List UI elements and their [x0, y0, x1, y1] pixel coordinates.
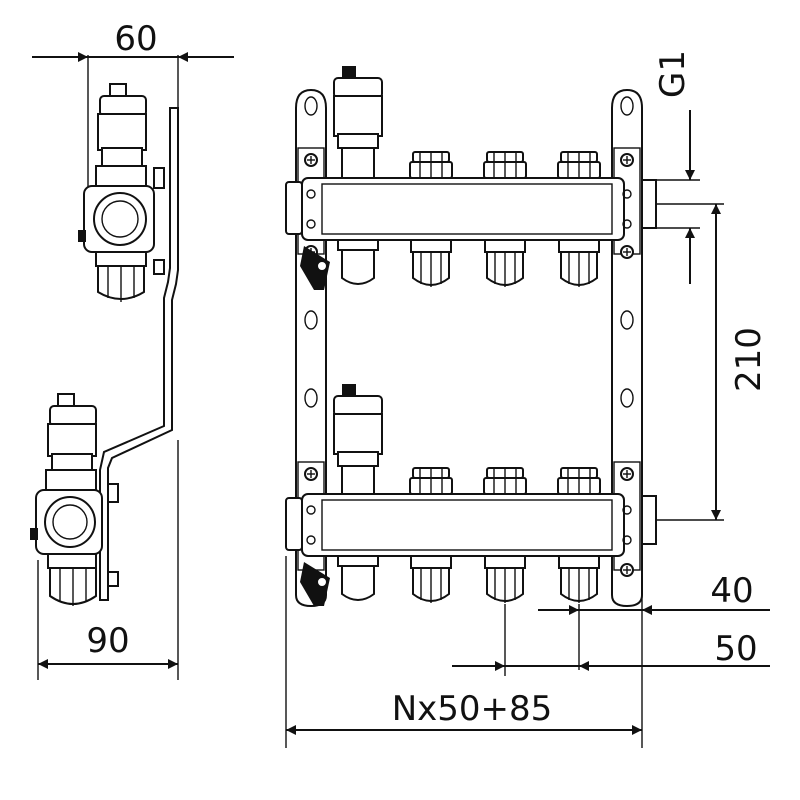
dim-vertical-210: 210 [656, 203, 769, 521]
bottom-drain-valve [300, 555, 379, 606]
dim-total-length: Nx50+85 [285, 556, 642, 748]
dim-outlet-pitch-50: 50 [452, 604, 770, 676]
dim-label-60: 60 [114, 19, 157, 59]
top-cap-2 [483, 151, 527, 179]
dim-side-bottom: 90 [37, 440, 179, 680]
top-outlet-caps [409, 151, 601, 179]
top-connector-3 [558, 239, 600, 287]
bottom-cap-2 [483, 467, 527, 495]
air-vent-bottom [333, 384, 383, 495]
dim-label-total: Nx50+85 [392, 689, 553, 729]
top-connector-1 [410, 239, 452, 287]
top-drain-valve [300, 239, 379, 290]
dim-thread-g1: G1 [653, 50, 700, 284]
bottom-outlet-connectors [300, 555, 600, 606]
air-vent-top [333, 66, 383, 179]
top-connector-2 [484, 239, 526, 287]
dim-label-g1: G1 [653, 50, 693, 98]
top-cap-3 [557, 151, 601, 179]
side-assembly-bottom [30, 393, 119, 606]
dim-outlet-offset-40: 40 [538, 571, 770, 748]
manifold-bar-top [285, 177, 657, 241]
bottom-connector-2 [484, 555, 526, 603]
bottom-outlet-caps [409, 467, 601, 495]
dim-label-50: 50 [714, 629, 757, 669]
side-assembly-top [78, 83, 165, 302]
dim-label-40: 40 [710, 571, 753, 611]
top-outlet-connectors [300, 239, 600, 290]
mounting-bracket [99, 107, 179, 601]
bottom-cap-3 [557, 467, 601, 495]
side-view: 60 [30, 19, 234, 680]
bottom-connector-1 [410, 555, 452, 603]
bottom-cap-1 [409, 467, 453, 495]
dim-side-top: 60 [32, 19, 234, 190]
top-cap-1 [409, 151, 453, 179]
dim-label-210: 210 [729, 327, 769, 392]
front-view: G1 210 40 50 N [285, 50, 770, 748]
bottom-connector-3 [558, 555, 600, 603]
manifold-bar-bottom [285, 493, 657, 557]
dim-label-90: 90 [86, 621, 129, 661]
